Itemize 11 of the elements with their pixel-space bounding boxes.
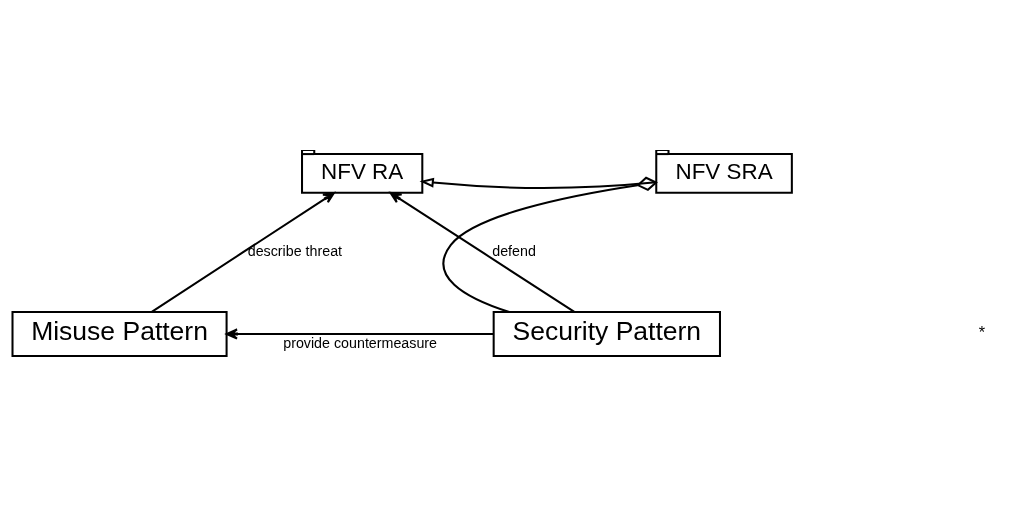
node-box: Security Pattern [492, 310, 721, 357]
arrow [389, 191, 575, 313]
edge-label: provide countermeasure [283, 334, 438, 351]
edge-label: defend [492, 242, 536, 259]
arrow [151, 191, 335, 313]
label: * [978, 322, 986, 341]
edge-label: describe threat [247, 242, 343, 259]
node-box: Misuse Pattern [11, 310, 228, 357]
connector [442, 176, 658, 313]
arrow [225, 327, 494, 340]
arrow [419, 177, 657, 189]
